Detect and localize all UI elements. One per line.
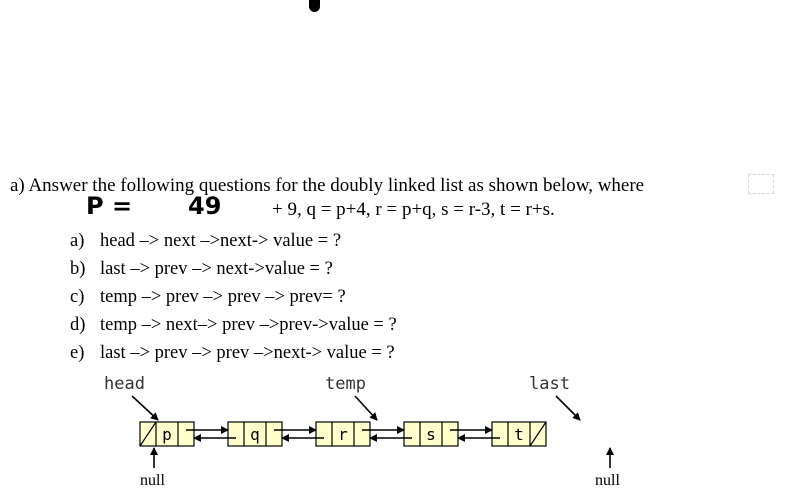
question-text: temp –> prev –> prev –> prev= ? <box>100 287 346 307</box>
temp-arrow <box>354 395 378 421</box>
node-box <box>491 421 547 447</box>
question-label: a) <box>70 231 85 251</box>
node-box <box>139 421 195 447</box>
ink-dot <box>309 0 320 12</box>
question-c: c) temp –> prev –> prev –> prev= ? <box>70 287 346 308</box>
question-b: b) last –> prev –> next->value = ? <box>70 259 333 280</box>
last-arrow <box>555 395 581 421</box>
question-text: last –> prev –> next->value = ? <box>100 259 333 279</box>
list-node-p: p <box>139 421 195 447</box>
temp-pointer-label: temp <box>325 374 366 394</box>
faint-image-mark <box>748 174 774 194</box>
node-box <box>315 421 371 447</box>
node-value: r <box>338 425 348 444</box>
null-prev-slash <box>139 421 157 447</box>
null-left-label: null <box>140 472 165 489</box>
node-value: t <box>514 425 524 444</box>
question-a: a) head –> next –>next-> value = ? <box>70 231 341 252</box>
head-arrow <box>131 395 159 421</box>
question-label: d) <box>70 315 86 335</box>
question-label: c) <box>70 287 85 307</box>
formula-text: + 9, q = p+4, r = p+q, s = r-3, t = r+s. <box>272 199 555 220</box>
node-value: s <box>426 425 436 444</box>
node-value: q <box>250 425 260 444</box>
question-d: d) temp –> next–> prev –>prev->value = ? <box>70 315 397 336</box>
handwritten-p-equals: P = <box>86 192 133 220</box>
question-text: head –> next –>next-> value = ? <box>100 231 342 251</box>
head-pointer-label: head <box>104 374 145 394</box>
question-intro: a) Answer the following questions for th… <box>10 175 645 196</box>
node-box <box>403 421 459 447</box>
question-label: e) <box>70 343 85 363</box>
question-text: last –> prev –> prev –>next-> value = ? <box>100 343 395 363</box>
last-pointer-label: last <box>529 374 570 394</box>
null-right-label: null <box>595 472 620 489</box>
list-node-r: r <box>315 421 371 447</box>
list-node-s: s <box>403 421 459 447</box>
question-e: e) last –> prev –> prev –>next-> value = … <box>70 343 395 364</box>
list-node-t: t <box>491 421 547 447</box>
node-value: p <box>162 425 172 444</box>
list-node-q: q <box>227 421 283 447</box>
question-label: b) <box>70 259 86 279</box>
handwritten-value: 49 <box>188 192 222 220</box>
question-text: temp –> next–> prev –>prev->value = ? <box>100 315 397 335</box>
null-next-slash <box>529 421 547 447</box>
